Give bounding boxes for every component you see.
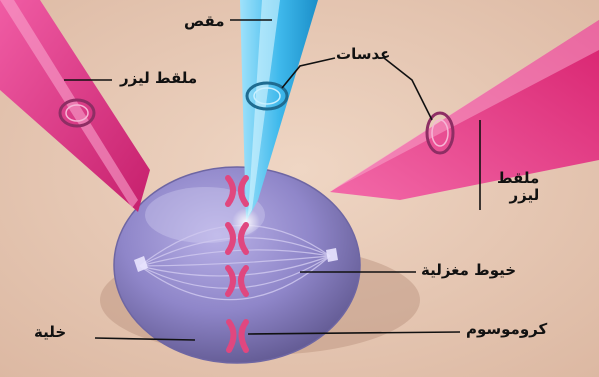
- label-chromosome: كروموسوم: [466, 321, 547, 338]
- label-spindle-fibers: خيوط مغزلية: [421, 262, 516, 279]
- label-scissors: مقص: [184, 13, 225, 30]
- label-lenses: عدسات: [336, 46, 390, 63]
- label-laser-pen-right-line2: ليزر: [497, 187, 539, 204]
- label-laser-pen-left: ملقط ليزر: [120, 70, 197, 87]
- label-laser-pen-right: ملقط ليزر: [497, 170, 539, 205]
- label-laser-pen-right-line1: ملقط: [497, 170, 539, 187]
- label-cell: خلية: [34, 324, 66, 341]
- centrosome-right: [326, 248, 338, 262]
